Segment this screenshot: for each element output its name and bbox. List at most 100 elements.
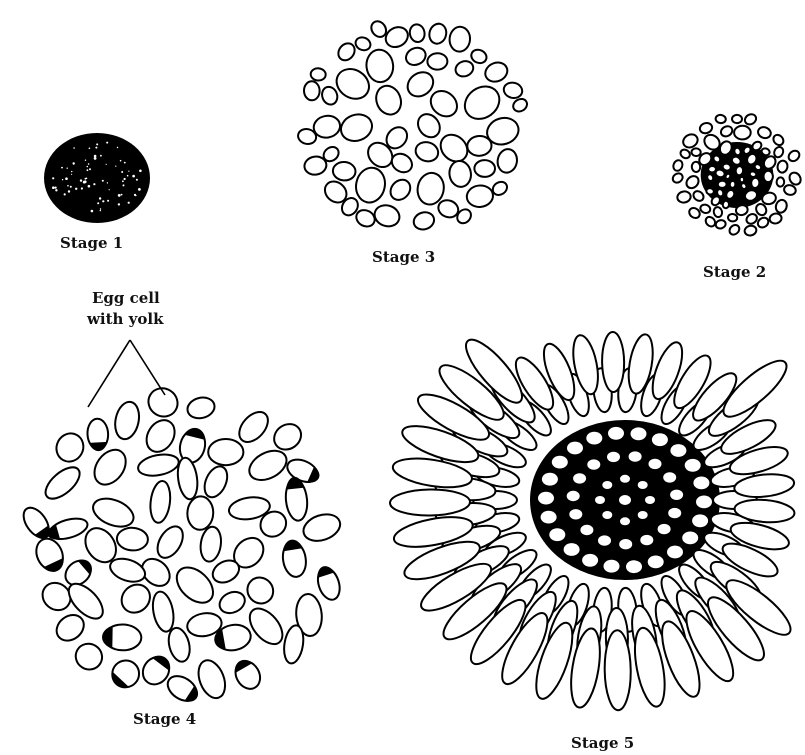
cell xyxy=(732,115,742,123)
cell xyxy=(756,216,770,230)
speck xyxy=(94,157,97,160)
speck xyxy=(91,210,94,213)
oval-cell xyxy=(148,480,172,524)
cell xyxy=(332,161,356,181)
oval-cell xyxy=(280,538,308,579)
cell xyxy=(482,59,510,85)
inner-cell xyxy=(638,481,648,489)
inner-cell xyxy=(567,491,580,501)
inner-cell xyxy=(640,535,653,545)
speck xyxy=(81,187,83,189)
speck xyxy=(100,155,102,157)
speck xyxy=(135,195,137,197)
oval-cell xyxy=(314,563,344,602)
cell xyxy=(671,171,684,184)
inner-cell xyxy=(587,459,600,469)
inner-cell xyxy=(645,496,655,504)
cell xyxy=(769,212,783,224)
cell xyxy=(749,171,757,178)
oval-cell xyxy=(52,610,89,646)
inner-cell xyxy=(607,452,620,462)
cell xyxy=(672,159,684,172)
radial-cell xyxy=(604,630,631,710)
speck xyxy=(64,193,66,195)
stage-1-embryo xyxy=(44,133,150,223)
cell-body xyxy=(242,572,278,608)
cell xyxy=(691,162,700,173)
cell xyxy=(427,22,448,46)
oval-cell xyxy=(244,445,291,486)
speck xyxy=(71,174,72,175)
cell xyxy=(386,176,414,204)
inner-cell xyxy=(620,475,630,483)
speck xyxy=(102,180,104,182)
cell-body xyxy=(88,444,132,491)
cell-body xyxy=(200,463,232,501)
inner-cell xyxy=(685,459,701,472)
oval-cell xyxy=(116,527,148,551)
speck xyxy=(107,200,109,202)
inner-cell xyxy=(602,511,612,519)
cell xyxy=(679,148,692,160)
speck xyxy=(70,186,72,188)
cell xyxy=(735,166,743,176)
speck xyxy=(89,168,91,170)
cell-body xyxy=(282,624,306,665)
inner-cell xyxy=(619,539,632,549)
inner-cell xyxy=(668,508,681,518)
speck xyxy=(136,179,138,181)
cell-body xyxy=(52,429,89,467)
speck xyxy=(118,194,121,197)
oval-cell xyxy=(152,522,188,562)
cell-body xyxy=(89,493,138,532)
speck xyxy=(52,186,55,189)
cell-body xyxy=(112,400,142,442)
cell xyxy=(744,225,758,237)
speck xyxy=(94,155,97,158)
cell xyxy=(692,189,706,203)
oval-cell xyxy=(116,579,156,619)
speck xyxy=(68,190,70,192)
speck xyxy=(118,203,120,205)
cell xyxy=(715,114,726,124)
inner-cell xyxy=(648,556,664,569)
oval-cell xyxy=(102,624,142,650)
cell-body xyxy=(300,510,344,546)
speck xyxy=(88,185,91,188)
oval-cell xyxy=(71,639,107,674)
inner-cell xyxy=(586,432,602,445)
inner-cell xyxy=(693,477,709,490)
speck xyxy=(122,180,124,182)
oval-cell xyxy=(208,439,243,465)
oval-cell xyxy=(40,462,85,505)
cell xyxy=(763,171,773,183)
cell xyxy=(448,159,473,188)
inner-cell xyxy=(604,560,620,573)
cell-body xyxy=(170,561,220,610)
inner-cell xyxy=(619,495,631,505)
cell-body xyxy=(152,522,188,562)
oval-cell xyxy=(194,657,231,702)
cell xyxy=(372,82,405,118)
inner-cell xyxy=(595,496,605,504)
cell-body xyxy=(243,603,288,650)
inner-cell xyxy=(567,442,583,455)
cell-body xyxy=(216,588,248,617)
oval-cell xyxy=(185,395,216,421)
cell xyxy=(699,122,714,135)
cell-body xyxy=(116,527,148,551)
speck xyxy=(123,184,125,186)
cell-body xyxy=(208,439,243,465)
speck xyxy=(138,188,141,191)
cell xyxy=(453,59,475,79)
cell xyxy=(777,160,789,174)
oval-cell xyxy=(170,561,220,610)
inner-cell xyxy=(663,472,676,482)
cell xyxy=(708,166,716,173)
inner-cell xyxy=(541,511,557,524)
oval-cell xyxy=(141,415,180,457)
speck xyxy=(80,179,82,181)
inner-cell xyxy=(667,546,683,559)
cell xyxy=(734,126,751,140)
